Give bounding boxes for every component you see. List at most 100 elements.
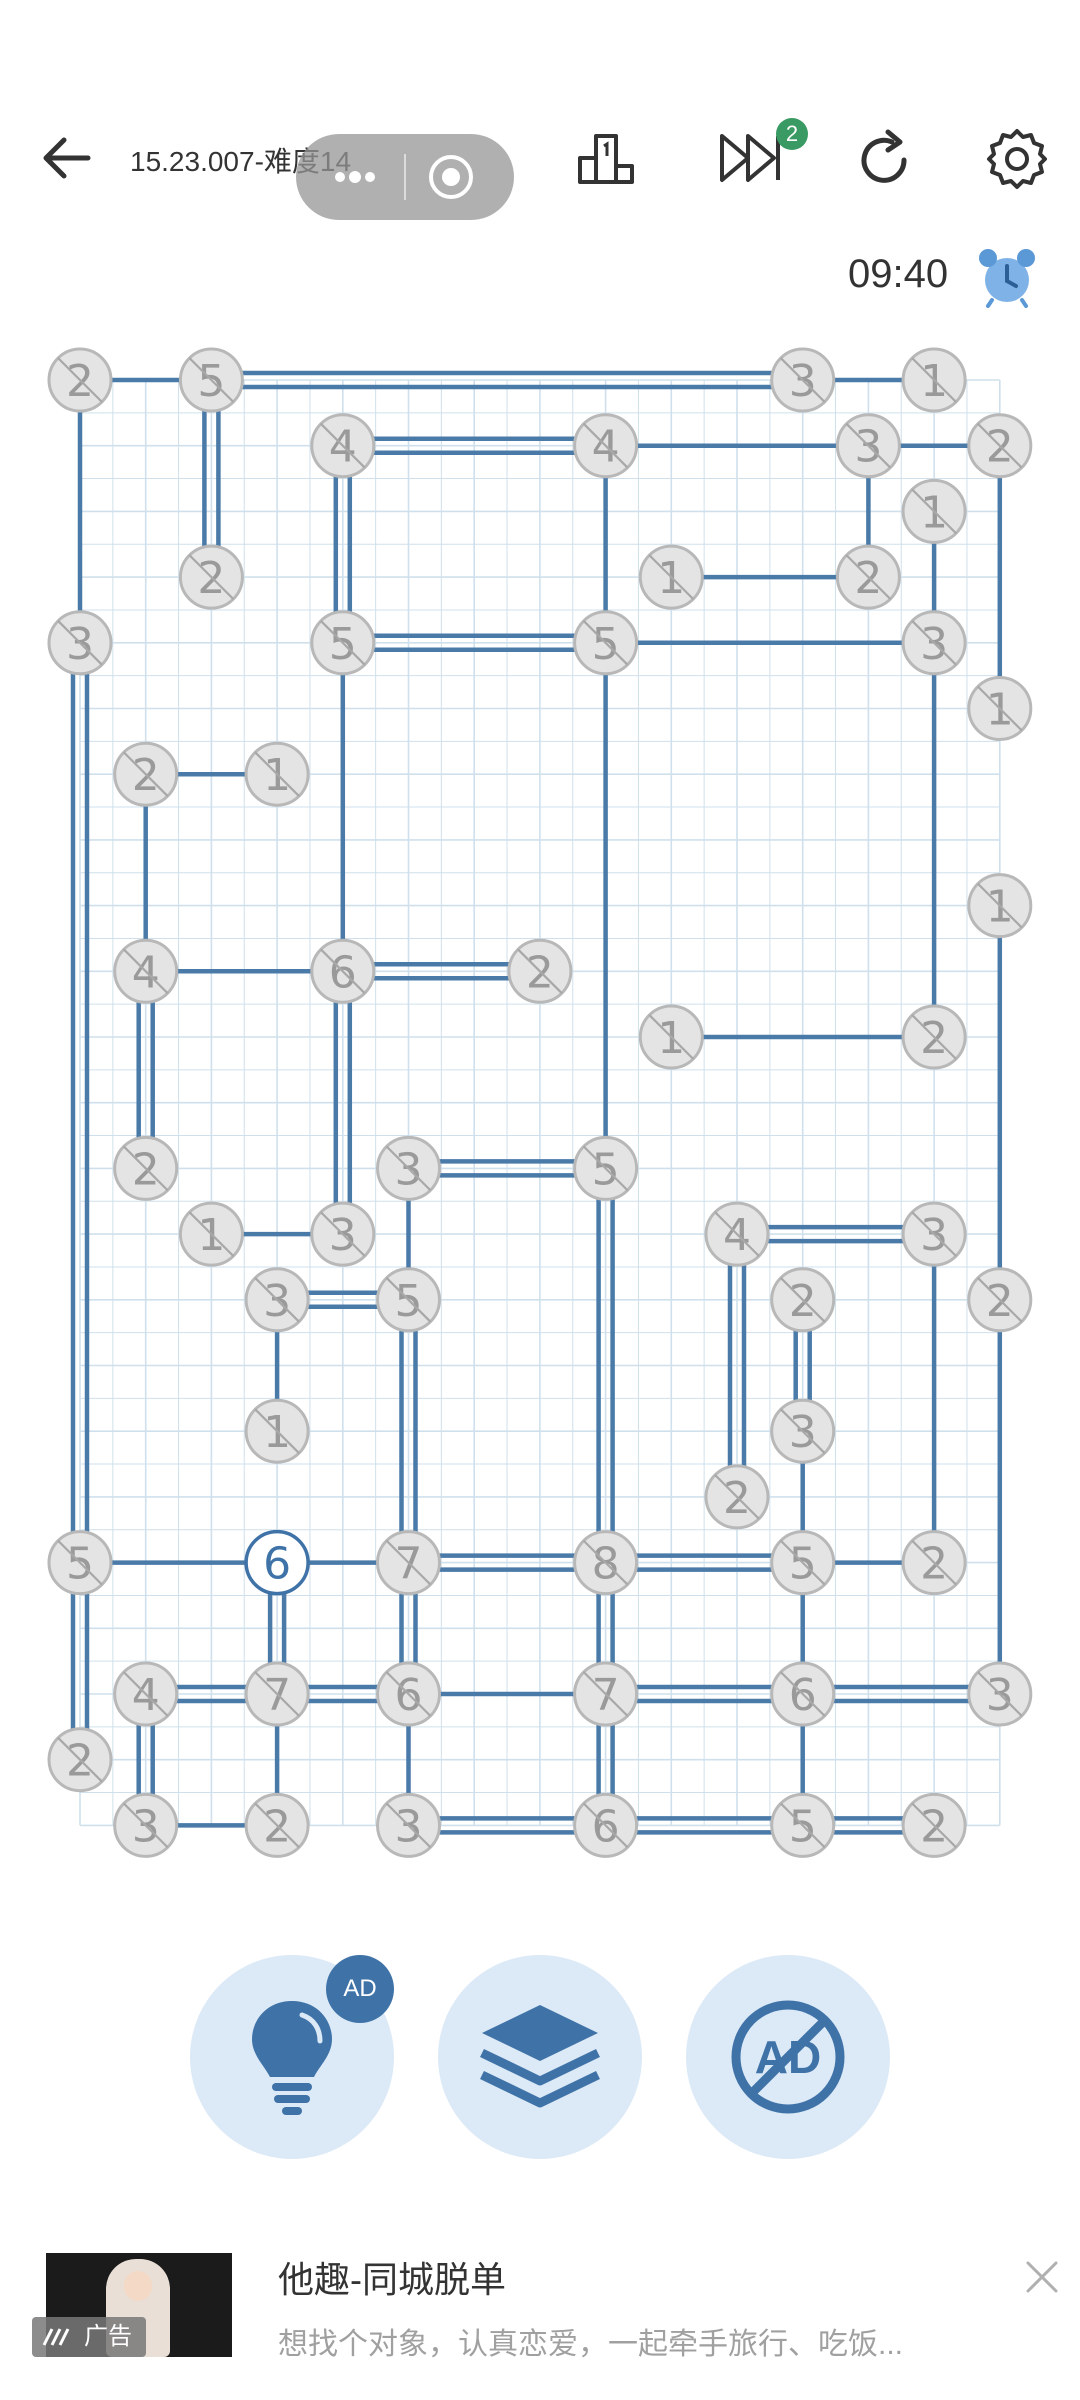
close-icon[interactable]	[1022, 2257, 1062, 2297]
island-node[interactable]: 5	[573, 1135, 639, 1201]
island-node[interactable]: 2	[901, 1004, 967, 1070]
completed-strike	[582, 422, 629, 469]
island-node[interactable]: 1	[901, 478, 967, 544]
island-node[interactable]: 2	[47, 1727, 113, 1793]
bridge-double[interactable]	[408, 1816, 606, 1835]
completed-strike	[320, 422, 366, 469]
island-node[interactable]: 3	[835, 413, 901, 479]
island-node[interactable]: 5	[178, 347, 244, 413]
bridge-double[interactable]	[727, 1234, 747, 1497]
island-node[interactable]: 1	[967, 873, 1033, 939]
island-node[interactable]: 1	[638, 1004, 704, 1070]
island-node[interactable]: 6	[376, 1661, 441, 1727]
bridge-double[interactable]	[342, 633, 606, 653]
island-node[interactable]: 5	[47, 1530, 113, 1596]
island-node[interactable]: 3	[770, 347, 836, 413]
remove-ads-button[interactable]: AD	[686, 1955, 890, 2159]
target-close-icon[interactable]	[426, 152, 476, 202]
fast-forward-icon[interactable]	[716, 128, 786, 188]
island-node[interactable]: 4	[113, 1661, 179, 1727]
island-node[interactable]: 6	[244, 1529, 310, 1596]
island-node[interactable]: 3	[376, 1135, 441, 1201]
bridge-double[interactable]	[737, 1224, 935, 1244]
island-node[interactable]: 3	[310, 1201, 376, 1267]
island-node[interactable]: 2	[244, 1792, 310, 1858]
puzzle-board: 2531443212123553121146212235134335221325…	[47, 347, 1033, 1858]
podium-icon[interactable]	[574, 126, 638, 190]
bridge-double[interactable]	[605, 1816, 803, 1835]
island-node[interactable]: 2	[835, 544, 901, 610]
island-node[interactable]: 2	[901, 1530, 967, 1596]
bridge-double[interactable]	[408, 1159, 606, 1178]
bridge-double[interactable]	[596, 1168, 615, 1563]
layers-button[interactable]	[438, 1955, 642, 2159]
island-node[interactable]: 2	[967, 413, 1033, 479]
island-node[interactable]: 7	[376, 1530, 441, 1596]
island-node[interactable]: 5	[310, 610, 376, 676]
bridge-double[interactable]	[211, 370, 803, 390]
island-node[interactable]: 3	[47, 610, 113, 676]
island-node[interactable]: 2	[178, 544, 244, 610]
islands-layer: 2531443212123553121146212235134335221325…	[47, 347, 1033, 1858]
bridge-double[interactable]	[605, 1684, 803, 1704]
island-node[interactable]: 5	[376, 1267, 441, 1333]
island-node[interactable]: 1	[244, 741, 310, 807]
bridge-double[interactable]	[342, 436, 606, 455]
island-node[interactable]: 4	[704, 1201, 770, 1267]
island-node[interactable]: 1	[638, 544, 704, 610]
island-node[interactable]: 4	[113, 938, 179, 1004]
bridge-double[interactable]	[408, 1553, 606, 1572]
island-node[interactable]: 2	[113, 1135, 179, 1201]
island-node[interactable]: 6	[310, 938, 376, 1004]
island-node[interactable]: 3	[901, 610, 967, 676]
island-node[interactable]: 2	[770, 1267, 836, 1333]
island-node[interactable]: 1	[901, 347, 967, 413]
island-node[interactable]: 2	[901, 1792, 967, 1858]
island-node[interactable]: 1	[244, 1398, 310, 1464]
island-node[interactable]: 2	[967, 1267, 1033, 1333]
island-node[interactable]: 4	[310, 413, 376, 479]
ad-title[interactable]: 他趣-同城脱单	[278, 2259, 506, 2300]
ad-description[interactable]: 想找个对象，认真恋爱，一起牵手旅行、吃饭...	[278, 2328, 904, 2361]
island-node[interactable]: 2	[704, 1464, 770, 1530]
bridge-double[interactable]	[70, 1562, 90, 1760]
island-node[interactable]: 3	[113, 1792, 179, 1858]
island-node[interactable]: 6	[573, 1792, 639, 1858]
bridge-double[interactable]	[136, 971, 155, 1169]
gear-icon[interactable]	[984, 126, 1050, 192]
bridge-double[interactable]	[399, 1299, 418, 1563]
bridge-double[interactable]	[342, 962, 540, 981]
bridge-double[interactable]	[802, 1684, 1000, 1704]
island-node[interactable]: 6	[770, 1661, 836, 1727]
island-node[interactable]: 4	[573, 413, 639, 479]
island-node[interactable]: 7	[244, 1661, 310, 1727]
completed-strike	[122, 1145, 169, 1192]
bridge-double[interactable]	[605, 1553, 803, 1572]
island-node[interactable]: 3	[376, 1792, 441, 1858]
island-node[interactable]: 2	[47, 347, 113, 413]
bridge-double[interactable]	[333, 971, 353, 1235]
island-node[interactable]: 3	[967, 1661, 1033, 1727]
bridge-double[interactable]	[333, 445, 353, 643]
island-node[interactable]: 3	[901, 1201, 967, 1267]
island-node[interactable]: 3	[770, 1398, 836, 1464]
completed-strike	[779, 1802, 826, 1849]
island-node[interactable]: 1	[967, 676, 1033, 741]
back-arrow-icon[interactable]	[36, 128, 96, 188]
island-node[interactable]: 8	[573, 1530, 639, 1596]
refresh-icon[interactable]	[852, 128, 916, 192]
bridge-double[interactable]	[202, 380, 221, 578]
island-node[interactable]: 7	[573, 1661, 639, 1727]
island-node[interactable]: 1	[178, 1201, 244, 1267]
ad-logo-icon	[42, 2328, 70, 2346]
island-node[interactable]: 2	[507, 938, 573, 1004]
more-dots-icon[interactable]	[320, 154, 390, 200]
completed-strike	[911, 1802, 957, 1849]
ad-banner[interactable]: 广告 他趣-同城脱单 想找个对象，认真恋爱，一起牵手旅行、吃饭...	[0, 2225, 1080, 2400]
island-node[interactable]: 5	[573, 610, 639, 676]
island-node[interactable]: 3	[244, 1267, 310, 1333]
bridge-double[interactable]	[70, 642, 90, 1563]
island-node[interactable]: 5	[770, 1792, 836, 1858]
island-node[interactable]: 5	[770, 1530, 836, 1596]
island-node[interactable]: 2	[113, 741, 179, 807]
